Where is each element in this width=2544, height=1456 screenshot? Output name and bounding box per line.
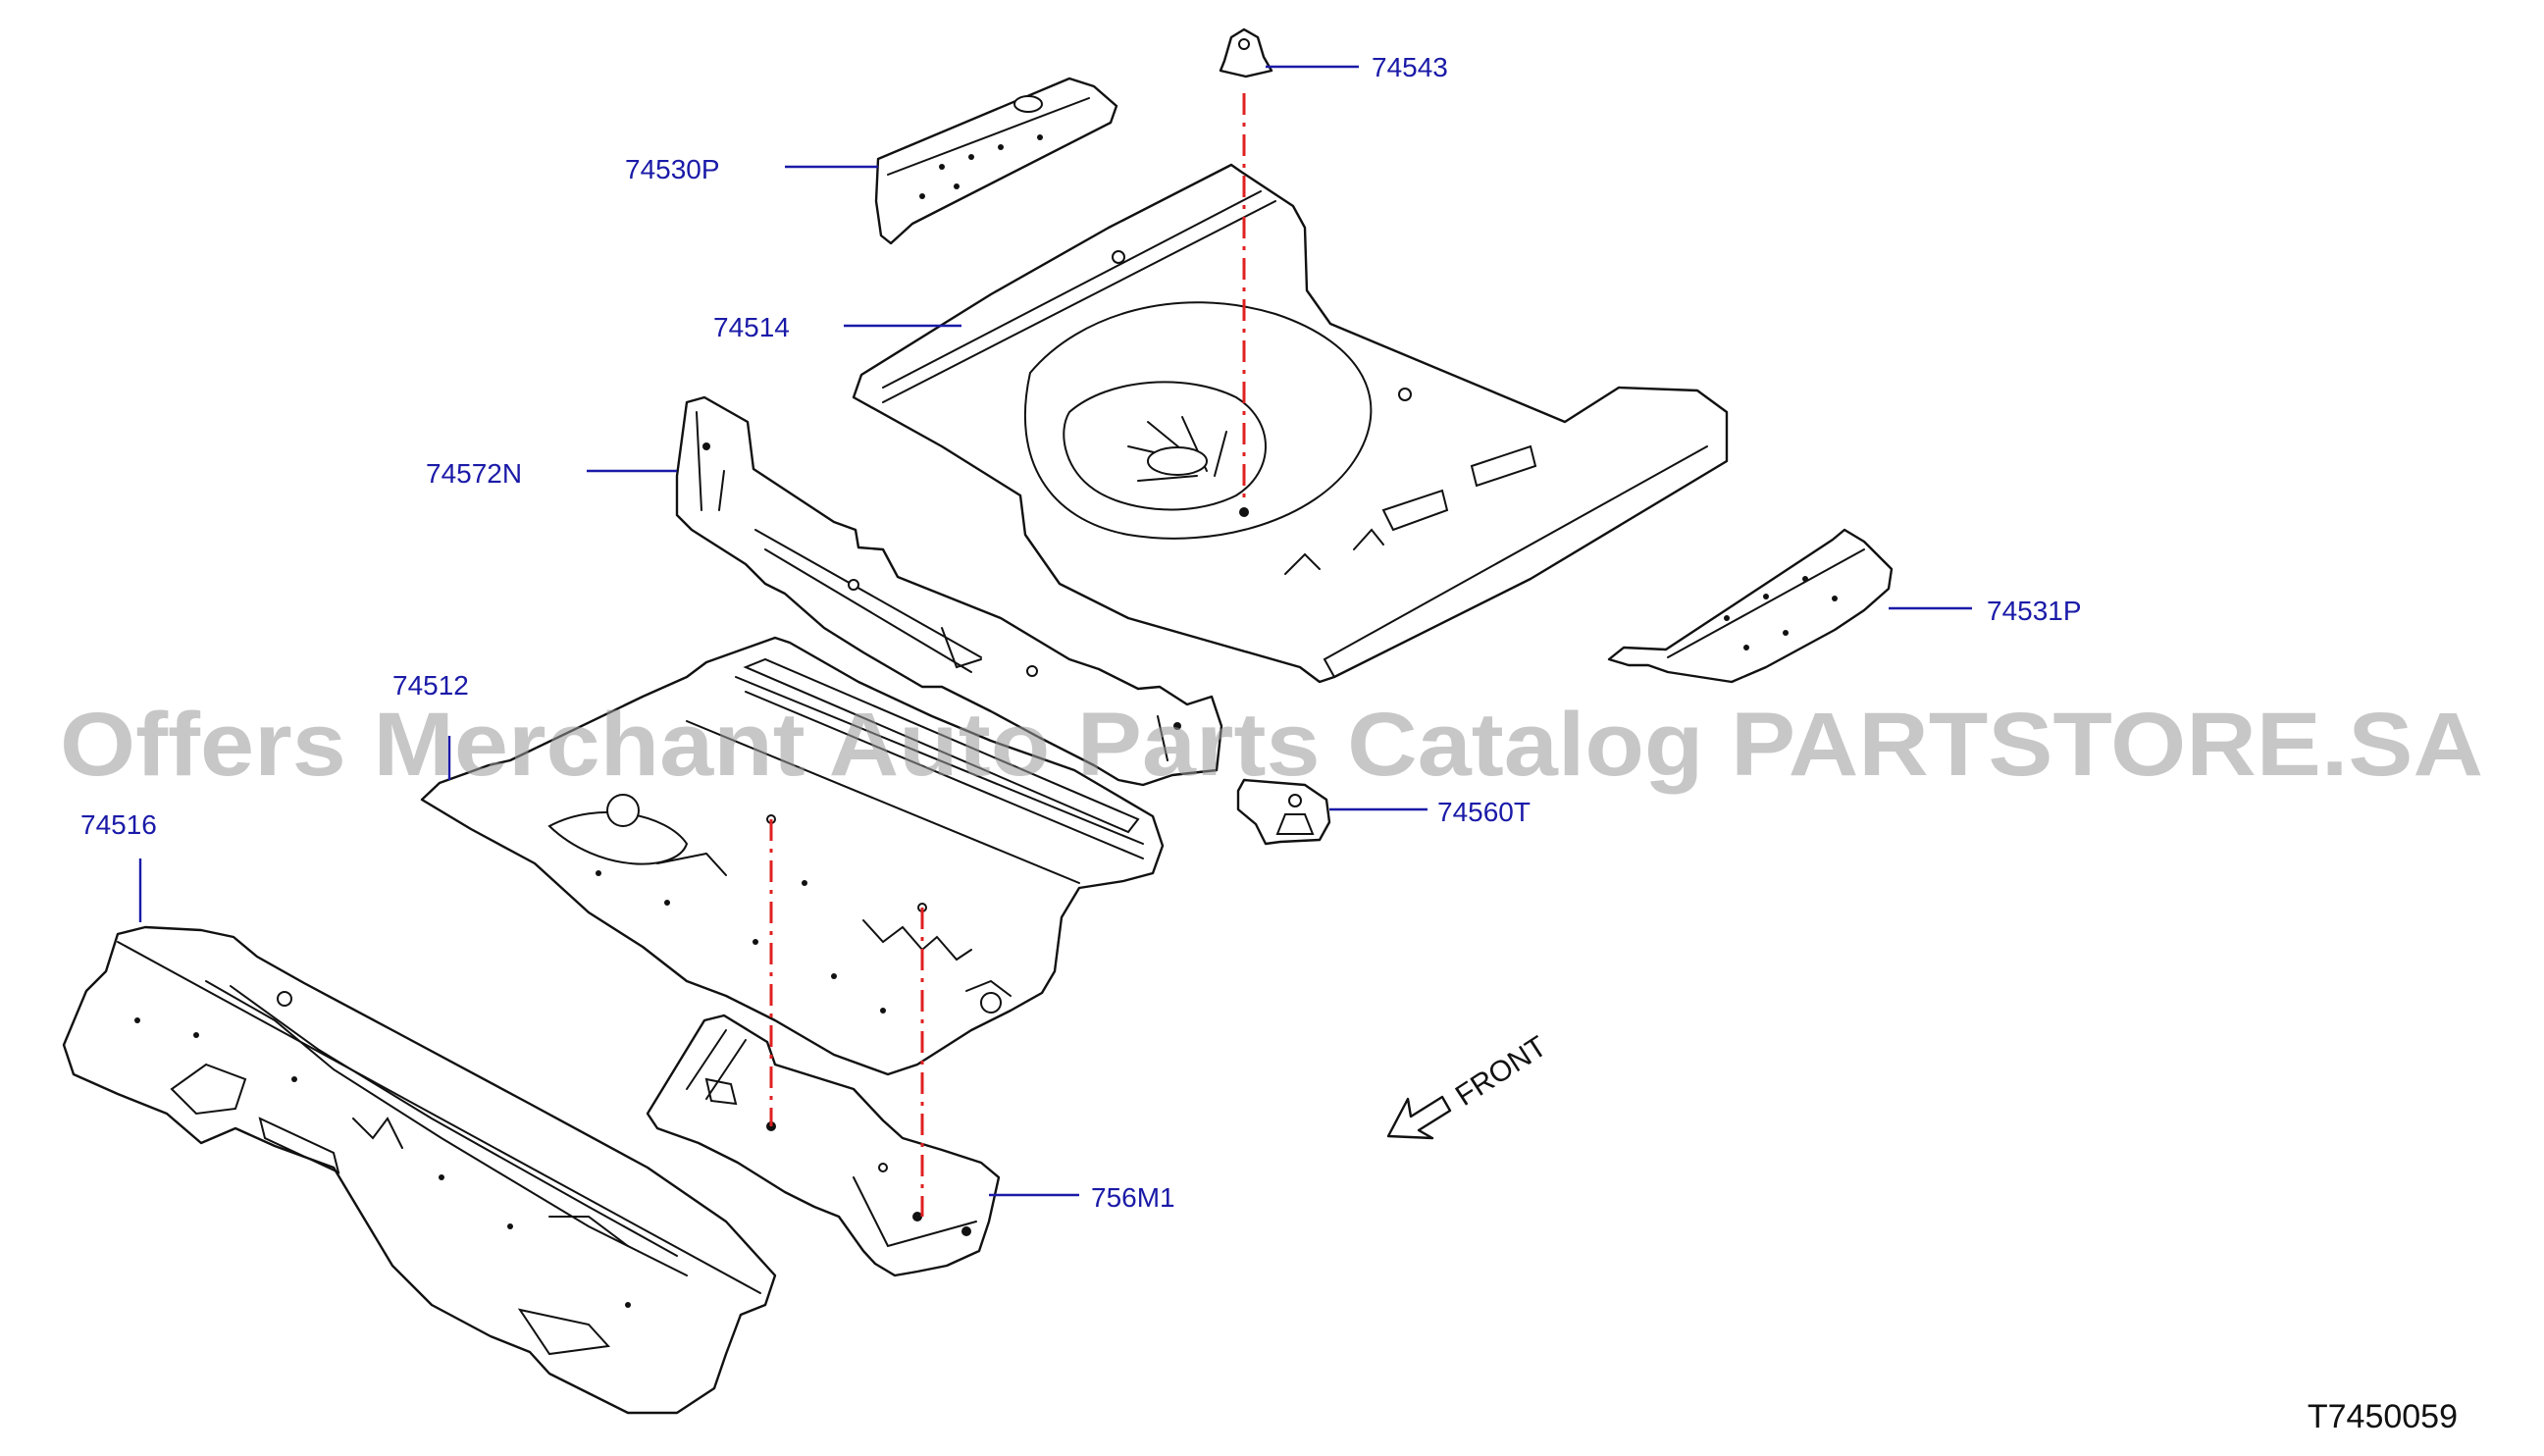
part-756M1[interactable] [646,1014,1001,1277]
diagram-code: T7450059 [2308,1398,2458,1435]
leader-lines [138,65,1972,1197]
watermark: Offers Merchant Auto Parts Catalog PARTS… [60,695,2483,795]
assembly-guide-lines [769,93,1246,1217]
callout-74572N[interactable]: 74572N [426,458,522,489]
front-direction-arrow-icon [1386,1095,1452,1140]
front-indicator: FRONT [1386,1030,1553,1140]
part-74516[interactable] [62,925,777,1415]
callout-756M1[interactable]: 756M1 [1091,1182,1175,1213]
part-74512[interactable] [420,636,1165,1076]
part-74543[interactable] [1219,27,1273,78]
part-74514[interactable] [852,163,1729,684]
callout-74514[interactable]: 74514 [713,312,790,342]
front-label: FRONT [1450,1030,1553,1113]
callout-74512[interactable]: 74512 [392,670,469,701]
part-74572N[interactable] [675,395,1223,787]
part-74560T[interactable] [1236,778,1331,846]
callout-74543[interactable]: 74543 [1372,52,1448,82]
part-74531P[interactable] [1607,528,1894,684]
callouts: 74543 74530P 74514 74572N 74531P 74512 7… [80,52,2082,1213]
callout-74560T[interactable]: 74560T [1437,797,1531,827]
part-74530P[interactable] [874,77,1118,245]
callout-74530P[interactable]: 74530P [625,154,720,184]
callout-74516[interactable]: 74516 [80,809,157,840]
callout-74531P[interactable]: 74531P [1987,596,2082,626]
